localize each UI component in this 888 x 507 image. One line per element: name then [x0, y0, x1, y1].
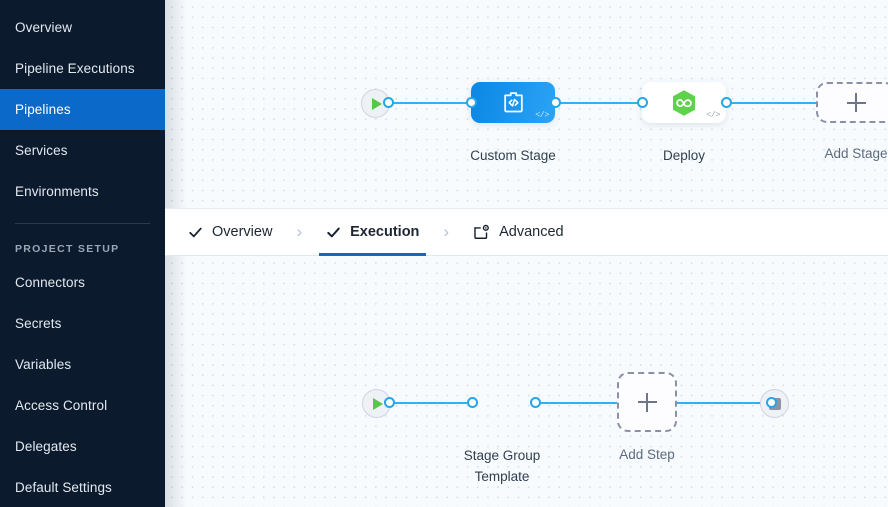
tab-overview[interactable]: Overview	[185, 209, 275, 256]
sidebar-item-label: Variables	[15, 357, 72, 372]
sidebar-item-label: Services	[15, 143, 68, 158]
connector-dot-start-out[interactable]	[383, 97, 394, 108]
stage-label-custom-stage: Custom Stage	[470, 148, 556, 163]
connector-dot-start-out[interactable]	[384, 397, 395, 408]
advanced-settings-icon	[474, 224, 489, 239]
connector-dot-custom-out[interactable]	[550, 97, 561, 108]
custom-stage-code-icon	[503, 92, 523, 113]
check-icon	[327, 227, 340, 237]
step-label-line2: Template	[474, 469, 530, 484]
plus-icon	[846, 93, 866, 112]
tab-label: Advanced	[499, 224, 564, 240]
tab-label: Overview	[212, 224, 273, 240]
connector-dot-end-in[interactable]	[766, 397, 777, 408]
sidebar-item-pipelines[interactable]: Pipelines	[0, 89, 165, 130]
sidebar-item-connectors[interactable]: Connectors	[0, 262, 165, 303]
add-step-button[interactable]	[617, 372, 677, 432]
main-content: </> Custom Stage </> Deploy Add Stage	[165, 0, 888, 507]
stage-canvas[interactable]: </> Custom Stage </> Deploy Add Stage	[165, 0, 888, 208]
stage-label-deploy: Deploy	[662, 148, 706, 163]
sidebar-item-variables[interactable]: Variables	[0, 344, 165, 385]
check-icon	[189, 227, 202, 237]
sidebar-item-services[interactable]: Services	[0, 130, 165, 171]
stage-node-custom-stage[interactable]: </>	[471, 82, 555, 123]
sidebar-item-environments[interactable]: Environments	[0, 171, 165, 212]
sidebar-section-heading: PROJECT SETUP	[15, 243, 120, 255]
sidebar-item-access-control[interactable]: Access Control	[0, 385, 165, 426]
sidebar-item-pipeline-executions[interactable]: Pipeline Executions	[0, 48, 165, 89]
plus-icon	[637, 392, 657, 412]
connector-dot-template-in[interactable]	[467, 397, 478, 408]
connector-start-to-template	[389, 402, 477, 404]
execution-canvas-grid	[165, 256, 888, 507]
sidebar-item-label: Pipeline Executions	[15, 61, 135, 76]
connector-template-to-add	[535, 402, 619, 404]
sidebar-item-secrets[interactable]: Secrets	[0, 303, 165, 344]
sidebar: Overview Pipeline Executions Pipelines S…	[0, 0, 165, 507]
execution-canvas[interactable]: </> Stage Group Template Add Step	[165, 256, 888, 507]
play-icon	[373, 397, 383, 410]
sidebar-item-label: Delegates	[15, 439, 77, 454]
step-label-stage-group-template: Stage Group Template	[430, 445, 574, 487]
tab-advanced[interactable]: Advanced	[470, 209, 567, 256]
sidebar-item-label: Default Settings	[15, 480, 112, 495]
deploy-hexagon-icon	[673, 89, 695, 116]
connector-dot-custom-in[interactable]	[466, 97, 477, 108]
tab-label: Execution	[350, 224, 420, 240]
stage-canvas-grid	[165, 0, 888, 208]
connector-dot-template-out[interactable]	[530, 397, 541, 408]
stage-node-deploy[interactable]: </>	[642, 82, 726, 123]
sidebar-item-default-settings[interactable]: Default Settings	[0, 467, 165, 507]
connector-custom-to-deploy	[555, 102, 655, 104]
connector-dot-deploy-in[interactable]	[637, 97, 648, 108]
step-label-line1: Stage Group	[463, 448, 541, 463]
tab-separator-icon: ›	[443, 222, 450, 241]
sidebar-item-label: Connectors	[15, 275, 86, 290]
sidebar-item-label: Overview	[15, 20, 73, 35]
connector-deploy-to-add	[725, 102, 821, 104]
add-stage-label: Add Stage	[824, 146, 888, 161]
add-step-label: Add Step	[619, 447, 675, 462]
sidebar-item-delegates[interactable]: Delegates	[0, 426, 165, 467]
code-badge: </>	[706, 110, 720, 120]
play-icon	[372, 97, 382, 110]
sidebar-item-label: Pipelines	[15, 102, 71, 117]
tab-separator-icon: ›	[296, 222, 303, 241]
sidebar-item-overview[interactable]: Overview	[0, 7, 165, 48]
connector-dot-deploy-out[interactable]	[721, 97, 732, 108]
sidebar-item-label: Environments	[15, 184, 99, 199]
tab-execution[interactable]: Execution	[319, 209, 427, 256]
sidebar-divider	[15, 223, 150, 224]
connector-add-to-end	[675, 402, 767, 404]
sidebar-item-label: Secrets	[15, 316, 62, 331]
stage-tab-bar: Overview › Execution › Advanced	[165, 208, 888, 256]
sidebar-item-label: Access Control	[15, 398, 108, 413]
code-badge: </>	[535, 110, 549, 120]
add-stage-button[interactable]	[816, 82, 888, 123]
connector-start-to-custom	[387, 102, 479, 104]
